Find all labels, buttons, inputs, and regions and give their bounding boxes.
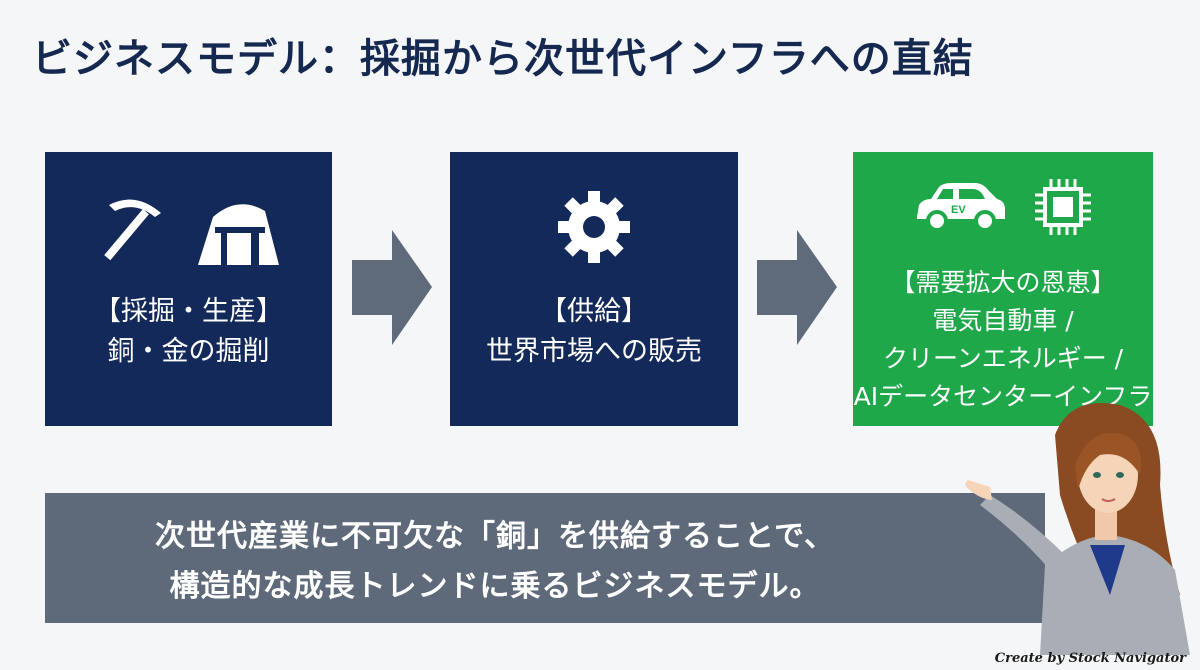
- gear-icon: [558, 191, 630, 263]
- ev-car-icon: EV: [917, 183, 1005, 232]
- credit-text: Create by Stock Navigator: [994, 651, 1186, 666]
- summary-line-2: 構造的な成長トレンドに乗るビジネスモデル。: [169, 569, 821, 604]
- step-mining-text: 【採掘・生産】 銅・金の掘削: [45, 292, 332, 372]
- step-demand-text: 【需要拡大の恩恵】 電気自動車 / クリーンエネルギー / AIデータセンターイ…: [853, 264, 1153, 416]
- presenter-illustration: [965, 403, 1190, 655]
- arrow-right-icon: [757, 230, 837, 345]
- step-demand-line1: 電気自動車 /: [932, 306, 1074, 335]
- summary-line-1: 次世代産業に不可欠な「銅」を供給することで、: [155, 519, 835, 554]
- step-supply-desc: 世界市場への販売: [486, 336, 702, 367]
- page-title: ビジネスモデル：採掘から次世代インフラへの直結: [32, 36, 974, 82]
- step-demand-line2: クリーンエネルギー /: [882, 344, 1124, 373]
- chip-icon: [1035, 179, 1091, 235]
- summary-banner: 次世代産業に不可欠な「銅」を供給することで、 構造的な成長トレンドに乗るビジネス…: [45, 493, 1045, 623]
- step-mining-desc: 銅・金の掘削: [107, 336, 270, 367]
- step-supply-box: 【供給】 世界市場への販売: [450, 152, 738, 426]
- step-demand-box: EV 【需要拡大の恩恵】 電気自動車 / クリーンエネルギー / AIデータセン…: [853, 152, 1153, 426]
- mine-entrance-icon: [197, 204, 279, 265]
- step-supply-heading: 【供給】: [540, 296, 648, 327]
- step-demand-icons: EV: [853, 172, 1153, 242]
- step-mining-heading: 【採掘・生産】: [94, 296, 283, 327]
- step-supply-icons: [450, 182, 738, 272]
- pickaxe-icon: [103, 199, 161, 261]
- ev-badge-text: EV: [951, 204, 966, 216]
- step-mining-icons: [45, 182, 332, 272]
- step-demand-heading: 【需要拡大の恩恵】: [890, 268, 1116, 297]
- step-mining-box: 【採掘・生産】 銅・金の掘削: [45, 152, 332, 426]
- arrow-right-icon: [352, 230, 432, 345]
- step-supply-text: 【供給】 世界市場への販売: [450, 292, 738, 372]
